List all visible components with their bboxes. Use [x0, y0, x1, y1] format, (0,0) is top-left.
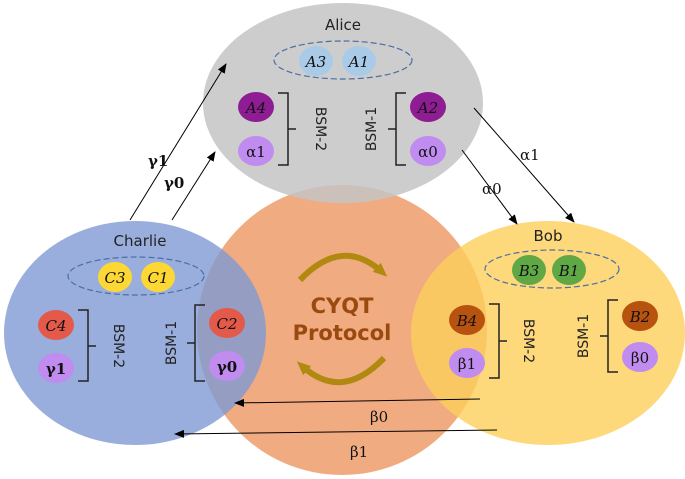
bob-node-b3-label: B3 — [518, 262, 540, 280]
arrow-gamma1 — [129, 63, 227, 221]
alice-pair-group — [273, 40, 413, 80]
bob-bsm2-bracket — [489, 303, 507, 379]
alice-node-a1 — [342, 46, 376, 76]
alice-node-a1-label: A1 — [347, 53, 369, 71]
alice-bsm1-label: BSM-1 — [364, 107, 380, 151]
charlie-bsm2-bracket — [78, 309, 96, 382]
arrow-alpha0 — [461, 149, 518, 225]
arrow-alpha0-label: α0 — [482, 180, 502, 198]
charlie-node-gamma0 — [209, 351, 245, 381]
bob-node-b2-label: B2 — [629, 308, 651, 326]
bob-bsm1-bracket — [600, 299, 618, 373]
arrow-gamma0 — [171, 151, 216, 221]
alice-node-a2-label: A2 — [416, 99, 438, 117]
arrow-beta0 — [234, 398, 481, 407]
alice-bsm1-bracket — [388, 92, 406, 166]
bob-node-beta1 — [449, 348, 485, 378]
alice-name: Alice — [325, 16, 361, 34]
charlie-node-c3-label: C3 — [104, 269, 125, 287]
bob-node-b1 — [552, 255, 586, 285]
bob-pair-group — [484, 249, 620, 289]
charlie-node-gamma1 — [38, 353, 74, 383]
charlie-circle — [4, 221, 266, 445]
charlie-node-c4 — [38, 310, 74, 340]
bob-node-beta1-label: β1 — [458, 355, 476, 373]
charlie-bsm1-bracket — [187, 304, 205, 382]
charlie-node-c1 — [141, 262, 175, 292]
bob-node-b3 — [512, 255, 546, 285]
bob-name: Bob — [534, 227, 563, 245]
charlie-node-c4-label: C4 — [45, 317, 66, 335]
charlie-bsm2-label: BSM-2 — [110, 324, 126, 368]
alice-bsm2-bracket — [278, 92, 296, 166]
bob-circle — [411, 221, 685, 445]
arrow-beta1 — [174, 429, 498, 438]
charlie-node-c2 — [209, 308, 245, 338]
arrow-beta1-label: β1 — [350, 443, 368, 461]
arrow-gamma1-label: γ1 — [148, 152, 168, 170]
charlie-bsm1-label: BSM-1 — [164, 321, 180, 365]
alice-node-alpha0-label: α0 — [418, 143, 438, 161]
bob-node-b2 — [622, 301, 658, 331]
alice-node-a3 — [299, 46, 333, 76]
alice-node-alpha0 — [410, 136, 446, 166]
arrow-alpha1 — [473, 107, 575, 223]
arrow-beta0-label: β0 — [370, 408, 388, 426]
bob-node-b1-label: B1 — [558, 262, 580, 280]
alice-node-a2 — [410, 92, 446, 122]
protocol-title-line2: Protocol — [293, 321, 392, 345]
charlie-node-c1-label: C1 — [147, 269, 168, 287]
alice-node-alpha1-label: α1 — [246, 143, 266, 161]
bob-bsm2-label: BSM-2 — [520, 319, 536, 363]
charlie-node-c3 — [98, 262, 132, 292]
bob-node-beta0 — [622, 342, 658, 372]
charlie-name: Charlie — [114, 232, 167, 250]
alice-node-a4-label: A4 — [244, 99, 266, 117]
bob-node-b4 — [449, 305, 485, 335]
cycle-arrow-top — [297, 252, 388, 283]
bob-node-beta0-label: β0 — [631, 349, 649, 367]
charlie-node-gamma1-label: γ1 — [46, 360, 66, 378]
cycle-arrow-bottom — [296, 355, 387, 386]
charlie-node-gamma0-label: γ0 — [217, 358, 237, 376]
alice-node-a4 — [238, 92, 274, 122]
arrow-gamma0-label: γ0 — [164, 174, 184, 192]
alice-node-a3-label: A3 — [304, 53, 326, 71]
charlie-node-c2-label: C2 — [216, 315, 237, 333]
alice-node-alpha1 — [238, 136, 274, 166]
bob-node-b4-label: B4 — [456, 312, 478, 330]
protocol-title-line1: CYQT — [311, 294, 374, 318]
charlie-pair-group — [67, 256, 205, 296]
alice-bsm2-label: BSM-2 — [312, 107, 328, 151]
arrow-alpha1-label: α1 — [520, 146, 540, 164]
bob-bsm1-label: BSM-1 — [576, 314, 592, 358]
